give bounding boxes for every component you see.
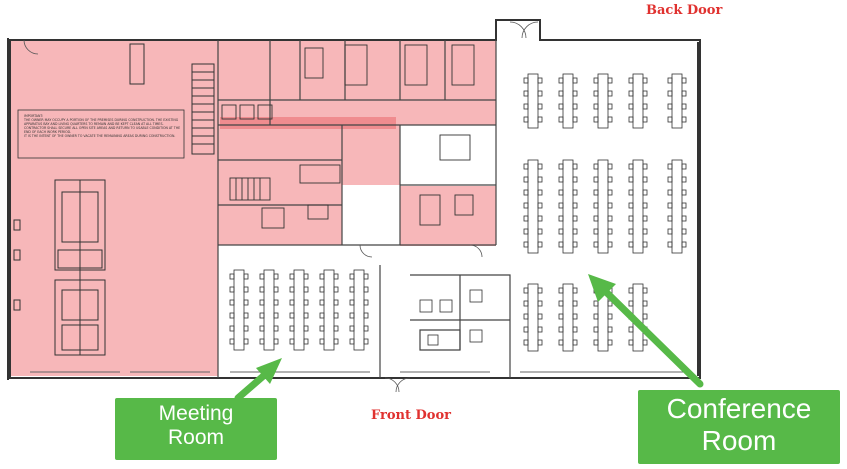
restroom-fixtures [419, 289, 483, 346]
desk-column [229, 269, 249, 351]
desk-column [593, 73, 613, 129]
meeting-room-callout-line-1: Meeting [158, 402, 234, 425]
desk-column [628, 159, 648, 254]
desk-column [628, 73, 648, 129]
desk-column [523, 159, 543, 254]
desk-column [319, 269, 339, 351]
desk-column [523, 73, 543, 129]
conference-room-arrow [588, 274, 704, 388]
desk-column [667, 159, 687, 254]
conference-room-desks [523, 73, 687, 352]
notes-box [17, 109, 185, 159]
construction-notes: IMPORTANT: THE OWNER MAY OCCUPY A PORTIO… [24, 114, 184, 138]
desk-column [523, 283, 543, 352]
conference-room-callout-line-1: Conference [666, 393, 812, 424]
desk-column [667, 73, 687, 129]
apparatus-bay-vehicles [13, 43, 215, 356]
notes-line-1: THE OWNER MAY OCCUPY A PORTION OF THE PR… [24, 118, 181, 134]
meeting-room-desks [229, 269, 369, 351]
living-quarters-furniture [221, 44, 475, 229]
door-swings [23, 21, 539, 393]
desk-column [593, 159, 613, 254]
desk-column [349, 269, 369, 351]
desk-column [558, 159, 578, 254]
notes-line-2: IT IS THE INTENT OF THE OWNER TO VACATE … [24, 134, 176, 138]
occupied-area-highlight [10, 40, 496, 376]
conference-room-callout: Conference Room [638, 390, 840, 464]
desk-column [259, 269, 279, 351]
corridor-highlight [220, 117, 396, 129]
front-door-label: Front Door [371, 408, 451, 423]
back-door-label: Back Door [646, 3, 723, 18]
meeting-room-callout: Meeting Room [115, 398, 277, 460]
meeting-room-arrow [234, 358, 282, 402]
desk-column [558, 73, 578, 129]
desk-column [289, 269, 309, 351]
conference-room-callout-line-2: Room [701, 425, 777, 457]
desk-column [558, 283, 578, 352]
meeting-room-callout-line-2: Room [167, 426, 225, 450]
notes-heading: IMPORTANT: [24, 114, 44, 118]
outer-walls [7, 19, 701, 380]
